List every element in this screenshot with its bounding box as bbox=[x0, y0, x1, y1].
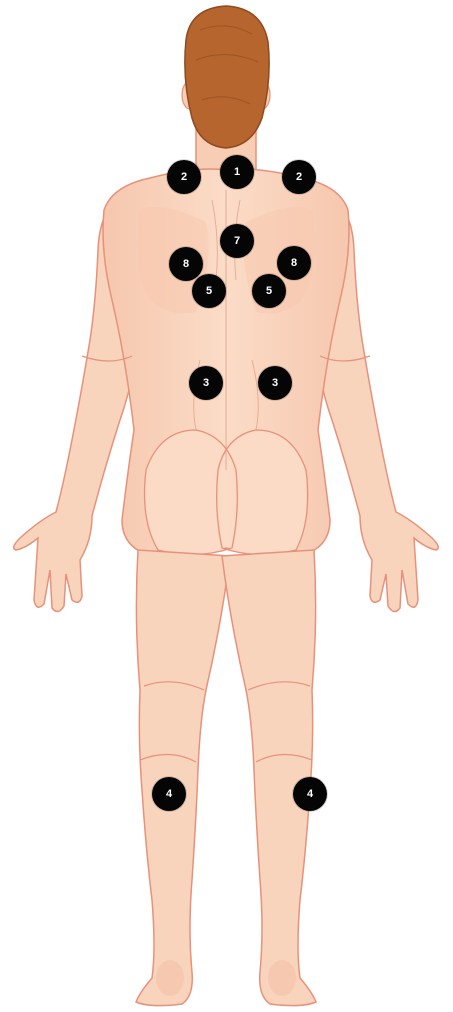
marker-5-right[interactable]: 5 bbox=[252, 274, 286, 308]
marker-2-left[interactable]: 2 bbox=[167, 160, 201, 194]
hair bbox=[185, 6, 269, 148]
marker-3-right[interactable]: 3 bbox=[258, 366, 292, 400]
marker-3-left[interactable]: 3 bbox=[189, 366, 223, 400]
marker-7[interactable]: 7 bbox=[220, 224, 254, 258]
leg-left bbox=[136, 550, 230, 1006]
marker-4-left[interactable]: 4 bbox=[152, 777, 186, 811]
marker-2-right[interactable]: 2 bbox=[282, 160, 316, 194]
marker-4-right[interactable]: 4 bbox=[293, 777, 327, 811]
marker-5-left[interactable]: 5 bbox=[192, 274, 226, 308]
marker-1[interactable]: 1 bbox=[220, 155, 254, 189]
marker-8-right[interactable]: 8 bbox=[277, 246, 311, 280]
marker-8-left[interactable]: 8 bbox=[169, 247, 203, 281]
